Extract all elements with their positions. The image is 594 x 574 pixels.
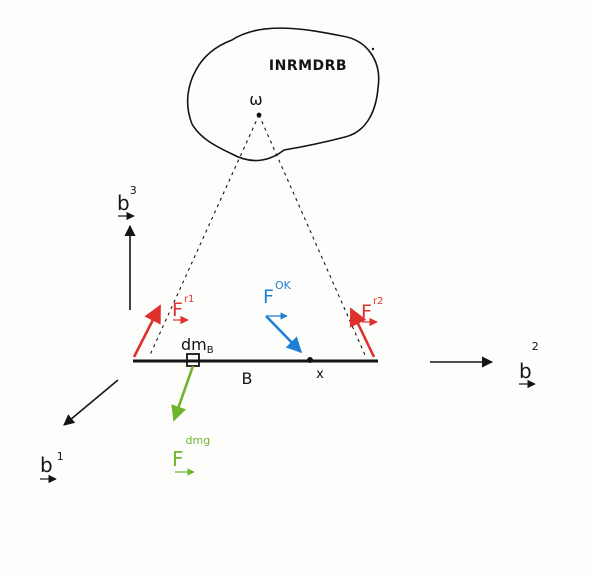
force-arrow-blue xyxy=(265,315,303,354)
force-label-green: Fdmg xyxy=(172,434,210,471)
b1-superscript: 1 xyxy=(57,450,64,463)
point-x-marker xyxy=(307,357,313,363)
b2-superscript: 2 xyxy=(532,340,539,353)
force-blue-superscript: OK xyxy=(275,279,292,292)
force-label-blue: FOK xyxy=(263,279,292,308)
force-label-right-red: Fr2 xyxy=(361,296,383,323)
inertial-frame-cloud xyxy=(186,27,380,162)
dashed-line-left xyxy=(149,114,260,356)
omega-label: ω xyxy=(249,90,262,109)
body-label: B xyxy=(242,369,253,388)
force-right-red-superscript: r2 xyxy=(373,296,383,307)
b3-superscript: 3 xyxy=(130,184,137,197)
cloud-label: INRMDRB xyxy=(269,58,347,74)
dm-label: dmB xyxy=(181,335,214,356)
force-arrow-right-red xyxy=(349,307,376,358)
dashed-line-right xyxy=(258,114,366,356)
dm-subscript: B xyxy=(207,345,214,356)
force-left-red-superscript: r1 xyxy=(184,294,194,305)
force-arrow-left-red xyxy=(132,304,162,358)
b3-axis-label: b3 xyxy=(117,184,137,215)
point-x-label: x xyxy=(316,367,324,382)
force-label-left-red: Fr1 xyxy=(172,294,194,321)
b1-axis-arrow xyxy=(63,379,119,426)
dot-marker xyxy=(371,47,375,51)
force-arrow-green xyxy=(171,365,195,422)
b2-axis-label: b2 xyxy=(519,340,539,383)
force-green-superscript: dmg xyxy=(186,434,211,447)
